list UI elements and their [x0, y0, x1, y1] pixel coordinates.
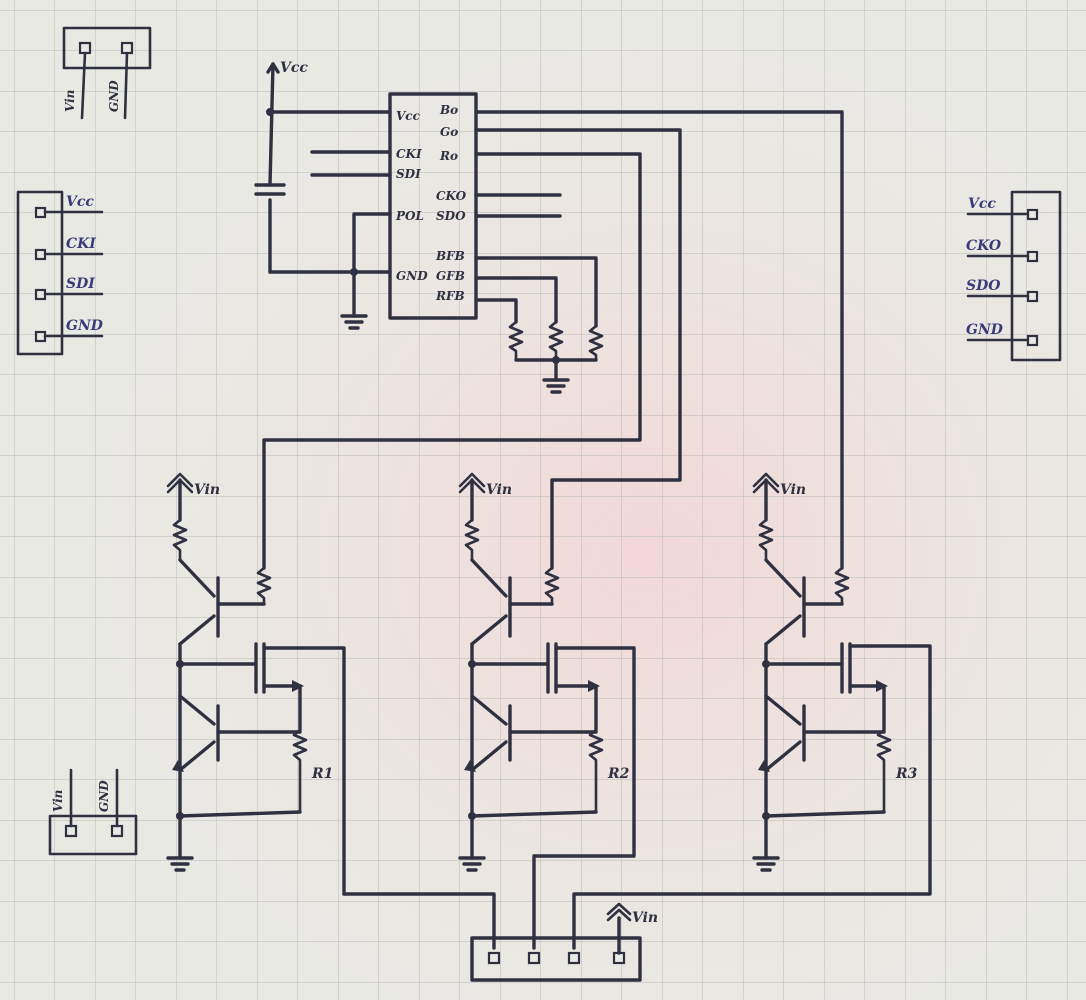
output-header-vin-label: Vin	[632, 910, 658, 926]
header-right-pin-3: SDO	[966, 278, 1039, 303]
chip-pin-cki: CKI	[396, 147, 422, 161]
chip-pin-bo: Bo	[439, 103, 458, 117]
chip-pin-go: Go	[440, 125, 458, 139]
header-right-pin-1: Vcc	[966, 196, 1039, 221]
channel-3-vin-label: Vin	[780, 482, 806, 498]
header-right-pin-4: GND	[966, 322, 1039, 347]
route-bo-to-channel-3	[474, 110, 844, 570]
chip-pin-gfb: GFB	[436, 269, 465, 283]
header-left-pin-2-label: CKI	[66, 236, 96, 252]
header-top-vin-gnd: Vin GND	[62, 26, 152, 120]
header-left-pin-4: GND	[34, 318, 104, 343]
route-ch1-to-output	[342, 892, 496, 950]
channel-1-resistor-label: R1	[311, 766, 333, 782]
header-power-pin-1-label: Vin	[51, 790, 65, 812]
header-right-pin-2: CKO	[966, 238, 1039, 263]
header-right-pin-2-label: CKO	[966, 238, 1002, 254]
header-top-pin-2-label: GND	[107, 80, 121, 112]
channel-2-vin-label: Vin	[486, 482, 512, 498]
output-header-pin-1	[487, 951, 501, 965]
feedback-resistor-b	[588, 324, 604, 362]
chip-output-routing	[262, 110, 844, 570]
route-ro-to-channel-1	[262, 152, 642, 570]
chip-pin-sdo: SDO	[436, 209, 466, 223]
header-right-pin-4-label: GND	[966, 322, 1004, 338]
header-right-output: Vcc CKO SDO GND	[966, 190, 1062, 362]
chip-pin-cko: CKO	[436, 189, 467, 203]
route-go-to-channel-2	[474, 128, 682, 570]
feedback-resistor-r	[508, 320, 524, 362]
chip-pin-pol: POL	[395, 209, 424, 223]
header-left-input: Vcc CKI SDI GND	[16, 190, 104, 356]
header-top-pin-1-label: Vin	[63, 90, 77, 112]
header-right-pin-1-label: Vcc	[968, 196, 996, 212]
chip-left-connections	[310, 150, 392, 330]
header-power-bottom: Vin GND	[48, 768, 138, 856]
channel-3-resistor-label: R3	[895, 766, 918, 782]
chip-body	[388, 92, 478, 320]
output-header-pin-2	[527, 951, 541, 965]
chip-pin-ro: Ro	[439, 149, 458, 163]
header-left-pin-4-label: GND	[66, 318, 104, 334]
chip-right-connections	[474, 193, 604, 394]
header-left-pin-1: Vcc	[34, 194, 104, 219]
channel-2-resistor-label: R2	[607, 766, 630, 782]
vcc-label: Vcc	[280, 60, 308, 76]
output-header: Vin	[342, 892, 658, 982]
header-left-pin-3-label: SDI	[66, 276, 95, 292]
feedback-resistor-g	[548, 320, 564, 362]
header-left-pin-3: SDI	[34, 276, 104, 301]
output-vin-symbol	[606, 902, 632, 922]
led-channel-2: Vin R2	[458, 472, 636, 950]
header-right-pin-3-label: SDO	[966, 278, 1001, 294]
chip-pin-vcc: Vcc	[396, 109, 421, 123]
vcc-rail: Vcc	[254, 60, 392, 274]
header-left-pin-2: CKI	[34, 236, 104, 261]
chip-pin-bfb: BFB	[435, 249, 465, 263]
chip-pin-rfb: RFB	[435, 289, 465, 303]
chip-pin-gnd: GND	[396, 269, 428, 283]
chip-pin-sdi: SDI	[396, 167, 421, 181]
led-channel-1: Vin R1	[166, 472, 346, 896]
driver-chip: Vcc CKI SDI POL GND Bo Go Ro CKO SDO BFB…	[388, 92, 478, 320]
led-channel-3: Vin R3	[572, 472, 932, 950]
output-header-pin-3	[567, 951, 581, 965]
header-left-pin-1-label: Vcc	[66, 194, 94, 210]
channel-1-vin-label: Vin	[194, 482, 220, 498]
header-power-pin-2-label: GND	[97, 780, 111, 812]
